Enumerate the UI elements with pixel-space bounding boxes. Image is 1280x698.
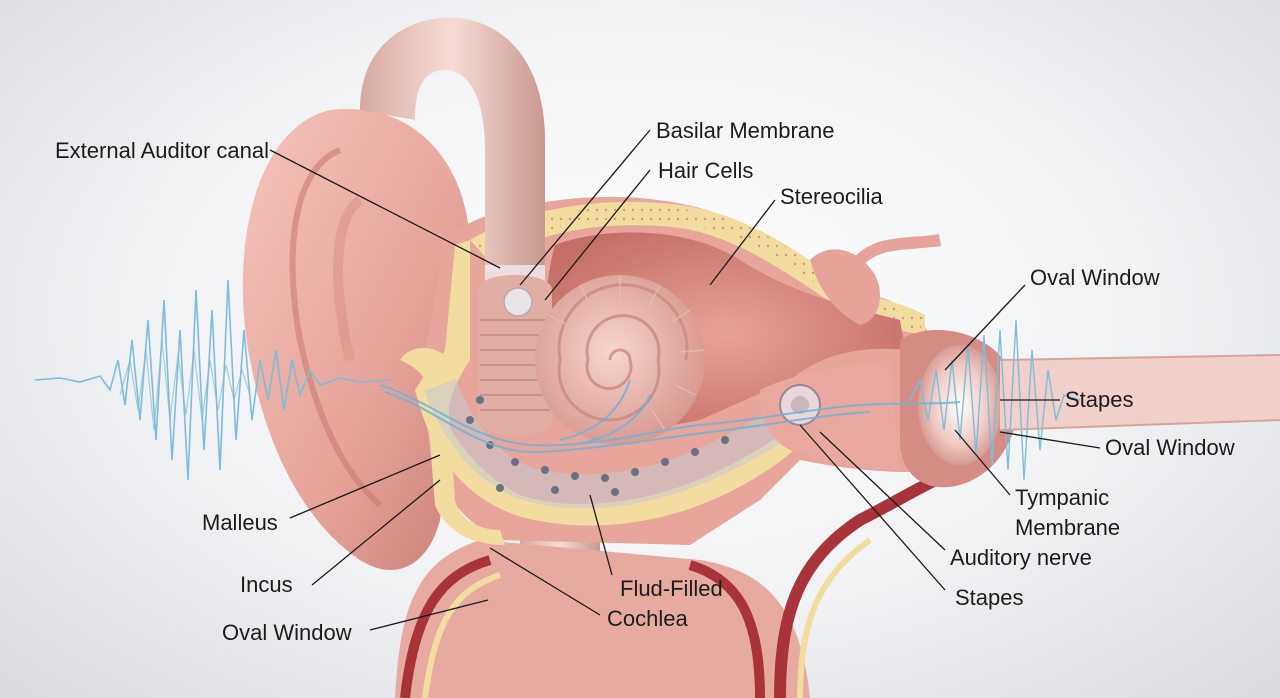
leader-hair-cells (544, 169, 651, 301)
leader-tympanic-membrane (954, 429, 1011, 496)
canal-tube (360, 17, 552, 435)
label-incus: Incus (240, 572, 293, 597)
sound-wave-left (34, 279, 391, 481)
leader-basilar-membrane (519, 129, 651, 286)
cochlea-spiral (535, 275, 705, 445)
leader-external-auditor-canal (269, 149, 501, 269)
label-oval-window-left: Oval Window (222, 620, 352, 645)
sound-wave-right (909, 319, 1081, 481)
label-external-auditor-canal: External Auditor canal (55, 138, 269, 163)
tympanic-region (760, 234, 1280, 488)
label-stapes-right: Stapes (1065, 387, 1134, 412)
leader-auditory-nerve (819, 431, 946, 551)
leader-fluid-filled-cochlea (589, 494, 613, 576)
leader-oval-window-top (944, 284, 1026, 371)
leader-lines (269, 129, 1101, 631)
leader-incus (311, 479, 441, 586)
pinna (242, 109, 470, 571)
label-tympanic-line1: Tympanic (1015, 485, 1109, 510)
label-fluid-line2: Cochlea (607, 606, 688, 631)
lower-canal (395, 464, 962, 698)
label-fluid-line1: Flud-Filled (620, 576, 723, 601)
fluid-tube (415, 375, 808, 526)
leader-oval-window-right (999, 431, 1101, 449)
label-stapes-bottom: Stapes (955, 585, 1024, 610)
label-hair-cells: Hair Cells (658, 158, 753, 183)
leader-oval-window-left (369, 599, 489, 631)
label-stereocilia: Stereocilia (780, 184, 883, 209)
label-basilar-membrane: Basilar Membrane (656, 118, 835, 143)
label-malleus: Malleus (202, 510, 278, 535)
leader-stereocilia (709, 199, 776, 286)
label-oval-window-top: Oval Window (1030, 265, 1160, 290)
label-tympanic-line2: Membrane (1015, 515, 1120, 540)
leader-malleus (289, 454, 441, 519)
label-auditory-nerve: Auditory nerve (950, 545, 1092, 570)
label-oval-window-right: Oval Window (1105, 435, 1235, 460)
labels: External Auditor canal Basilar Membrane … (55, 118, 1235, 645)
signal-strands (379, 379, 961, 454)
leader-stapes-bottom (799, 424, 946, 591)
leader-cochlea (489, 547, 601, 616)
